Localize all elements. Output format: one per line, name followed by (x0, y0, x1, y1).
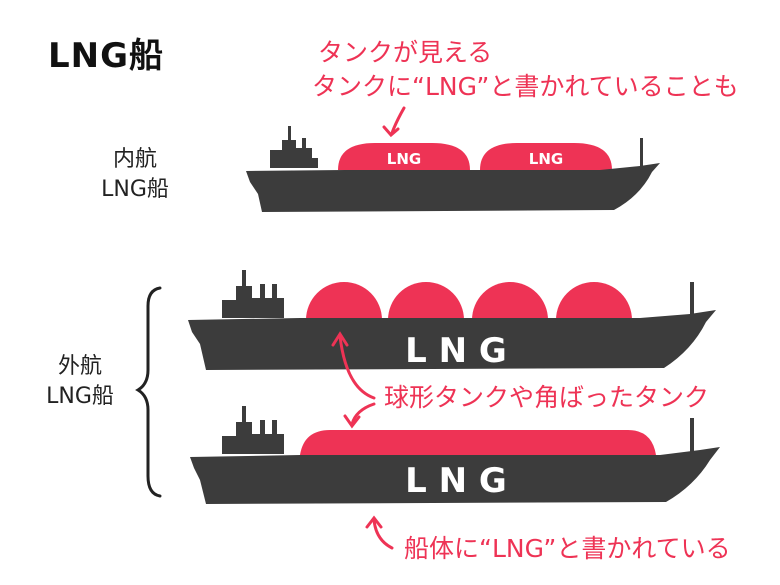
domestic-ship-superstructure (270, 126, 318, 168)
ocean-ship-2-mast (690, 418, 694, 454)
domestic-label-line2: LNG船 (101, 177, 169, 202)
top-note-line1: タンクが見える (318, 38, 493, 67)
spherical-tank-3 (472, 282, 548, 320)
tank-arrow-down-icon (343, 402, 376, 429)
domestic-tank-1 (338, 143, 470, 170)
domestic-tank-2 (480, 143, 612, 170)
ocean-ship-1-mast (690, 282, 694, 318)
domestic-ship-mast (640, 138, 643, 168)
ocean-label: 外航 LNG船 (34, 352, 126, 412)
ocean-label-line2: LNG船 (46, 384, 114, 409)
ocean-ship-spherical: L N G (188, 270, 716, 371)
spherical-tanks (306, 282, 632, 320)
curly-brace-icon (135, 286, 162, 498)
hull-note: 船体に“LNG”と書かれている (404, 534, 731, 563)
page-title: LNG船 (48, 36, 165, 76)
ocean-ship-membrane: L N G (190, 406, 720, 504)
spherical-tank-1 (306, 282, 382, 320)
ocean-ship-1-hull-label: L N G (405, 331, 507, 371)
spherical-tank-4 (556, 282, 632, 320)
tank-note: 球形タンクや角ばったタンク (384, 383, 710, 412)
ocean-ship-2-superstructure (222, 406, 284, 454)
domestic-ship-tanks: LNG LNG (338, 143, 612, 170)
ocean-ship-1-hull (188, 310, 716, 370)
domestic-ship: LNG LNG (246, 126, 660, 212)
ocean-ship-2-hull-label: L N G (405, 461, 507, 501)
membrane-tank (300, 430, 656, 455)
domestic-label: 内航 LNG船 (90, 145, 180, 205)
domestic-label-line1: 内航 (112, 147, 157, 172)
top-arrow-icon (382, 106, 406, 138)
top-note-line2: タンクに“LNG”と書かれていることも (312, 72, 739, 101)
hull-arrow-icon (365, 515, 394, 550)
ocean-ship-2-hull (190, 447, 720, 504)
tank-arrow-up-icon (331, 331, 376, 400)
domestic-ship-hull (246, 163, 660, 212)
ocean-ship-1-superstructure (222, 270, 284, 318)
top-note: タンクが見える タンクに“LNG”と書かれていることも (312, 36, 739, 104)
ocean-label-line1: 外航 (57, 354, 102, 379)
domestic-tank-2-label: LNG (529, 150, 563, 168)
domestic-tank-1-label: LNG (387, 150, 421, 168)
spherical-tank-2 (388, 282, 464, 320)
